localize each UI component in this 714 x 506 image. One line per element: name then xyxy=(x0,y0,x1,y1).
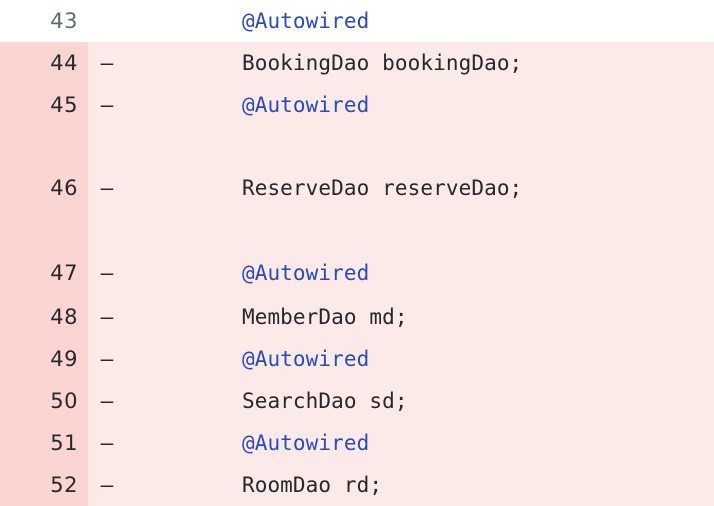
diff-marker xyxy=(88,0,126,42)
code-text: @Autowired xyxy=(241,347,370,371)
code-indent xyxy=(140,473,242,497)
code-indent xyxy=(140,389,242,413)
line-number[interactable]: 51 xyxy=(0,422,88,464)
line-number[interactable]: 47 xyxy=(0,250,88,296)
code-text: SearchDao sd; xyxy=(241,389,408,413)
code-indent xyxy=(140,51,242,75)
diff-line-row[interactable]: 48– MemberDao md; xyxy=(0,296,714,338)
code-indent xyxy=(140,347,242,371)
code-text: BookingDao bookingDao; xyxy=(241,51,523,75)
diff-marker: – xyxy=(100,51,114,75)
code-cell[interactable]: @Autowired xyxy=(126,422,714,464)
code-text: @Autowired xyxy=(241,9,370,33)
line-number[interactable]: 46 xyxy=(0,126,88,250)
code-text: @Autowired xyxy=(241,431,370,455)
code-cell[interactable]: ReserveDao reserveDao; xyxy=(126,126,714,250)
diff-marker: – xyxy=(100,347,114,371)
line-number[interactable]: 50 xyxy=(0,380,88,422)
line-number[interactable]: 48 xyxy=(0,296,88,338)
diff-line-row[interactable]: 46– ReserveDao reserveDao; xyxy=(0,126,714,250)
diff-line-row[interactable]: 51– @Autowired xyxy=(0,422,714,464)
code-cell[interactable]: @Autowired xyxy=(126,338,714,380)
code-indent xyxy=(140,9,242,33)
code-text: @Autowired xyxy=(241,93,370,117)
diff-marker: – xyxy=(100,473,114,497)
code-text: ReserveDao reserveDao; xyxy=(241,176,523,200)
code-cell[interactable]: RoomDao rd; xyxy=(126,464,714,506)
line-number[interactable]: 52 xyxy=(0,464,88,506)
diff-marker: – xyxy=(100,305,114,329)
line-number[interactable]: 49 xyxy=(0,338,88,380)
code-cell[interactable]: SearchDao sd; xyxy=(126,380,714,422)
diff-line-row[interactable]: 49– @Autowired xyxy=(0,338,714,380)
diff-line-row[interactable]: 43 @Autowired xyxy=(0,0,714,42)
line-number[interactable]: 45 xyxy=(0,84,88,126)
diff-line-row[interactable]: 45– @Autowired xyxy=(0,84,714,126)
code-indent xyxy=(140,261,242,285)
code-indent xyxy=(140,176,242,200)
line-number[interactable]: 43 xyxy=(0,0,88,42)
code-text: @Autowired xyxy=(241,261,370,285)
diff-line-row[interactable]: 52– RoomDao rd; xyxy=(0,464,714,506)
code-indent xyxy=(140,431,242,455)
code-indent xyxy=(140,93,242,117)
code-indent xyxy=(140,305,242,329)
code-text: MemberDao md; xyxy=(241,305,408,329)
diff-marker: – xyxy=(100,261,114,285)
code-cell[interactable]: @Autowired xyxy=(126,84,714,126)
code-cell[interactable]: BookingDao bookingDao; xyxy=(126,42,714,84)
code-cell[interactable]: @Autowired xyxy=(126,250,714,296)
line-number[interactable]: 44 xyxy=(0,42,88,84)
diff-marker: – xyxy=(100,176,114,200)
code-cell[interactable]: @Autowired xyxy=(126,0,714,42)
diff-marker: – xyxy=(100,389,114,413)
code-cell[interactable]: MemberDao md; xyxy=(126,296,714,338)
diff-marker: – xyxy=(100,93,114,117)
diff-line-row[interactable]: 47– @Autowired xyxy=(0,250,714,296)
diff-line-row[interactable]: 44– BookingDao bookingDao; xyxy=(0,42,714,84)
diff-marker: – xyxy=(100,431,114,455)
diff-line-row[interactable]: 50– SearchDao sd; xyxy=(0,380,714,422)
code-text: RoomDao rd; xyxy=(241,473,383,497)
